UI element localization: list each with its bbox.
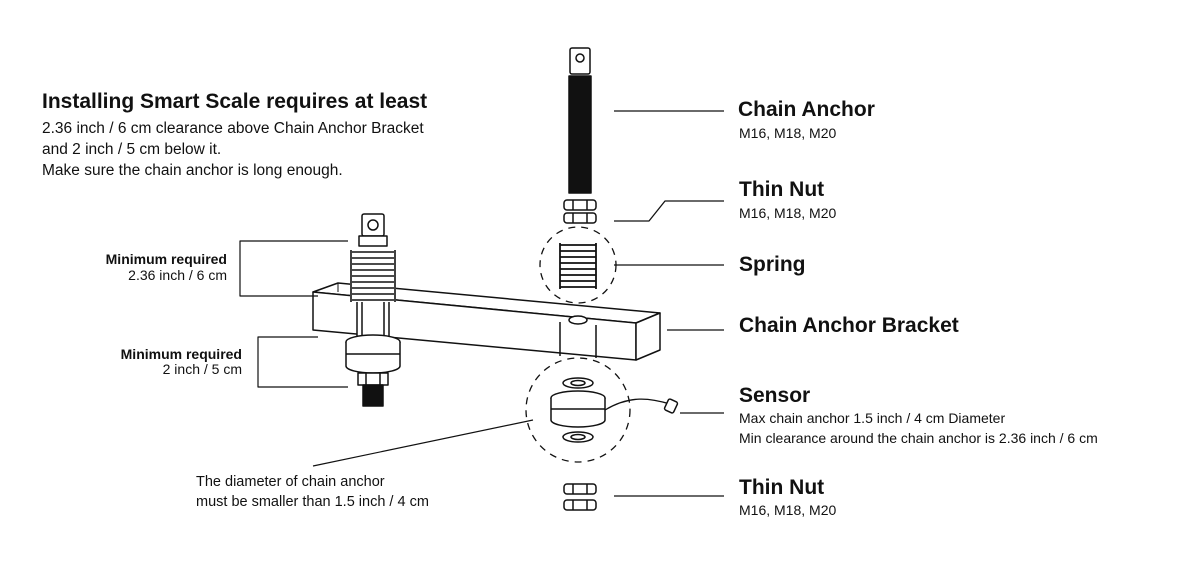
part-thin-nut-bottom-title: Thin Nut <box>739 476 825 499</box>
intro-title: Installing Smart Scale requires at least <box>42 90 428 113</box>
exploded-thin-nuts-top <box>563 199 597 224</box>
clearance-above-value: 2.36 inch / 6 cm <box>128 267 227 283</box>
assembled-sensor <box>345 334 401 374</box>
intro-line-2: and 2 inch / 5 cm below it. <box>42 141 222 158</box>
assembled-bracket <box>312 282 661 361</box>
part-thin-nut-top-title: Thin Nut <box>739 178 825 201</box>
clearance-below-title: Minimum required <box>120 346 242 362</box>
assembled-spring <box>350 248 396 302</box>
spring-highlight-circle <box>539 226 617 304</box>
exploded-thin-nuts-bottom <box>563 483 597 511</box>
part-chain-anchor-detail: M16, M18, M20 <box>739 125 837 141</box>
clearance-below-bracket <box>257 336 348 388</box>
clearance-above-bracket <box>239 240 348 297</box>
assembled-view <box>239 213 661 467</box>
intro-line-3: Make sure the chain anchor is long enoug… <box>42 162 343 179</box>
exploded-sensor <box>550 377 679 443</box>
assembled-nut <box>357 372 389 407</box>
part-sensor-detail-2: Min clearance around the chain anchor is… <box>739 430 1098 446</box>
exploded-spring <box>559 243 597 289</box>
diameter-pointer <box>312 419 534 467</box>
part-bracket-title: Chain Anchor Bracket <box>739 314 959 337</box>
exploded-view <box>525 47 724 511</box>
diameter-note-line-2: must be smaller than 1.5 inch / 4 cm <box>196 494 429 510</box>
part-sensor-detail-1: Max chain anchor 1.5 inch / 4 cm Diamete… <box>739 410 1006 426</box>
part-spring-title: Spring <box>739 253 806 276</box>
part-chain-anchor-title: Chain Anchor <box>738 98 875 121</box>
leader-lines <box>614 110 724 497</box>
part-thin-nut-top-detail: M16, M18, M20 <box>739 205 837 221</box>
clearance-above-title: Minimum required <box>105 251 227 267</box>
diameter-note-line-1: The diameter of chain anchor <box>196 474 385 490</box>
exploded-chain-anchor <box>568 47 592 194</box>
clearance-below-value: 2 inch / 5 cm <box>162 361 242 377</box>
part-sensor-title: Sensor <box>739 384 811 407</box>
part-thin-nut-bottom-detail: M16, M18, M20 <box>739 502 837 518</box>
intro-line-1: 2.36 inch / 6 cm clearance above Chain A… <box>42 120 424 137</box>
sensor-highlight-circle <box>525 357 631 463</box>
bracket-hole <box>559 315 597 358</box>
